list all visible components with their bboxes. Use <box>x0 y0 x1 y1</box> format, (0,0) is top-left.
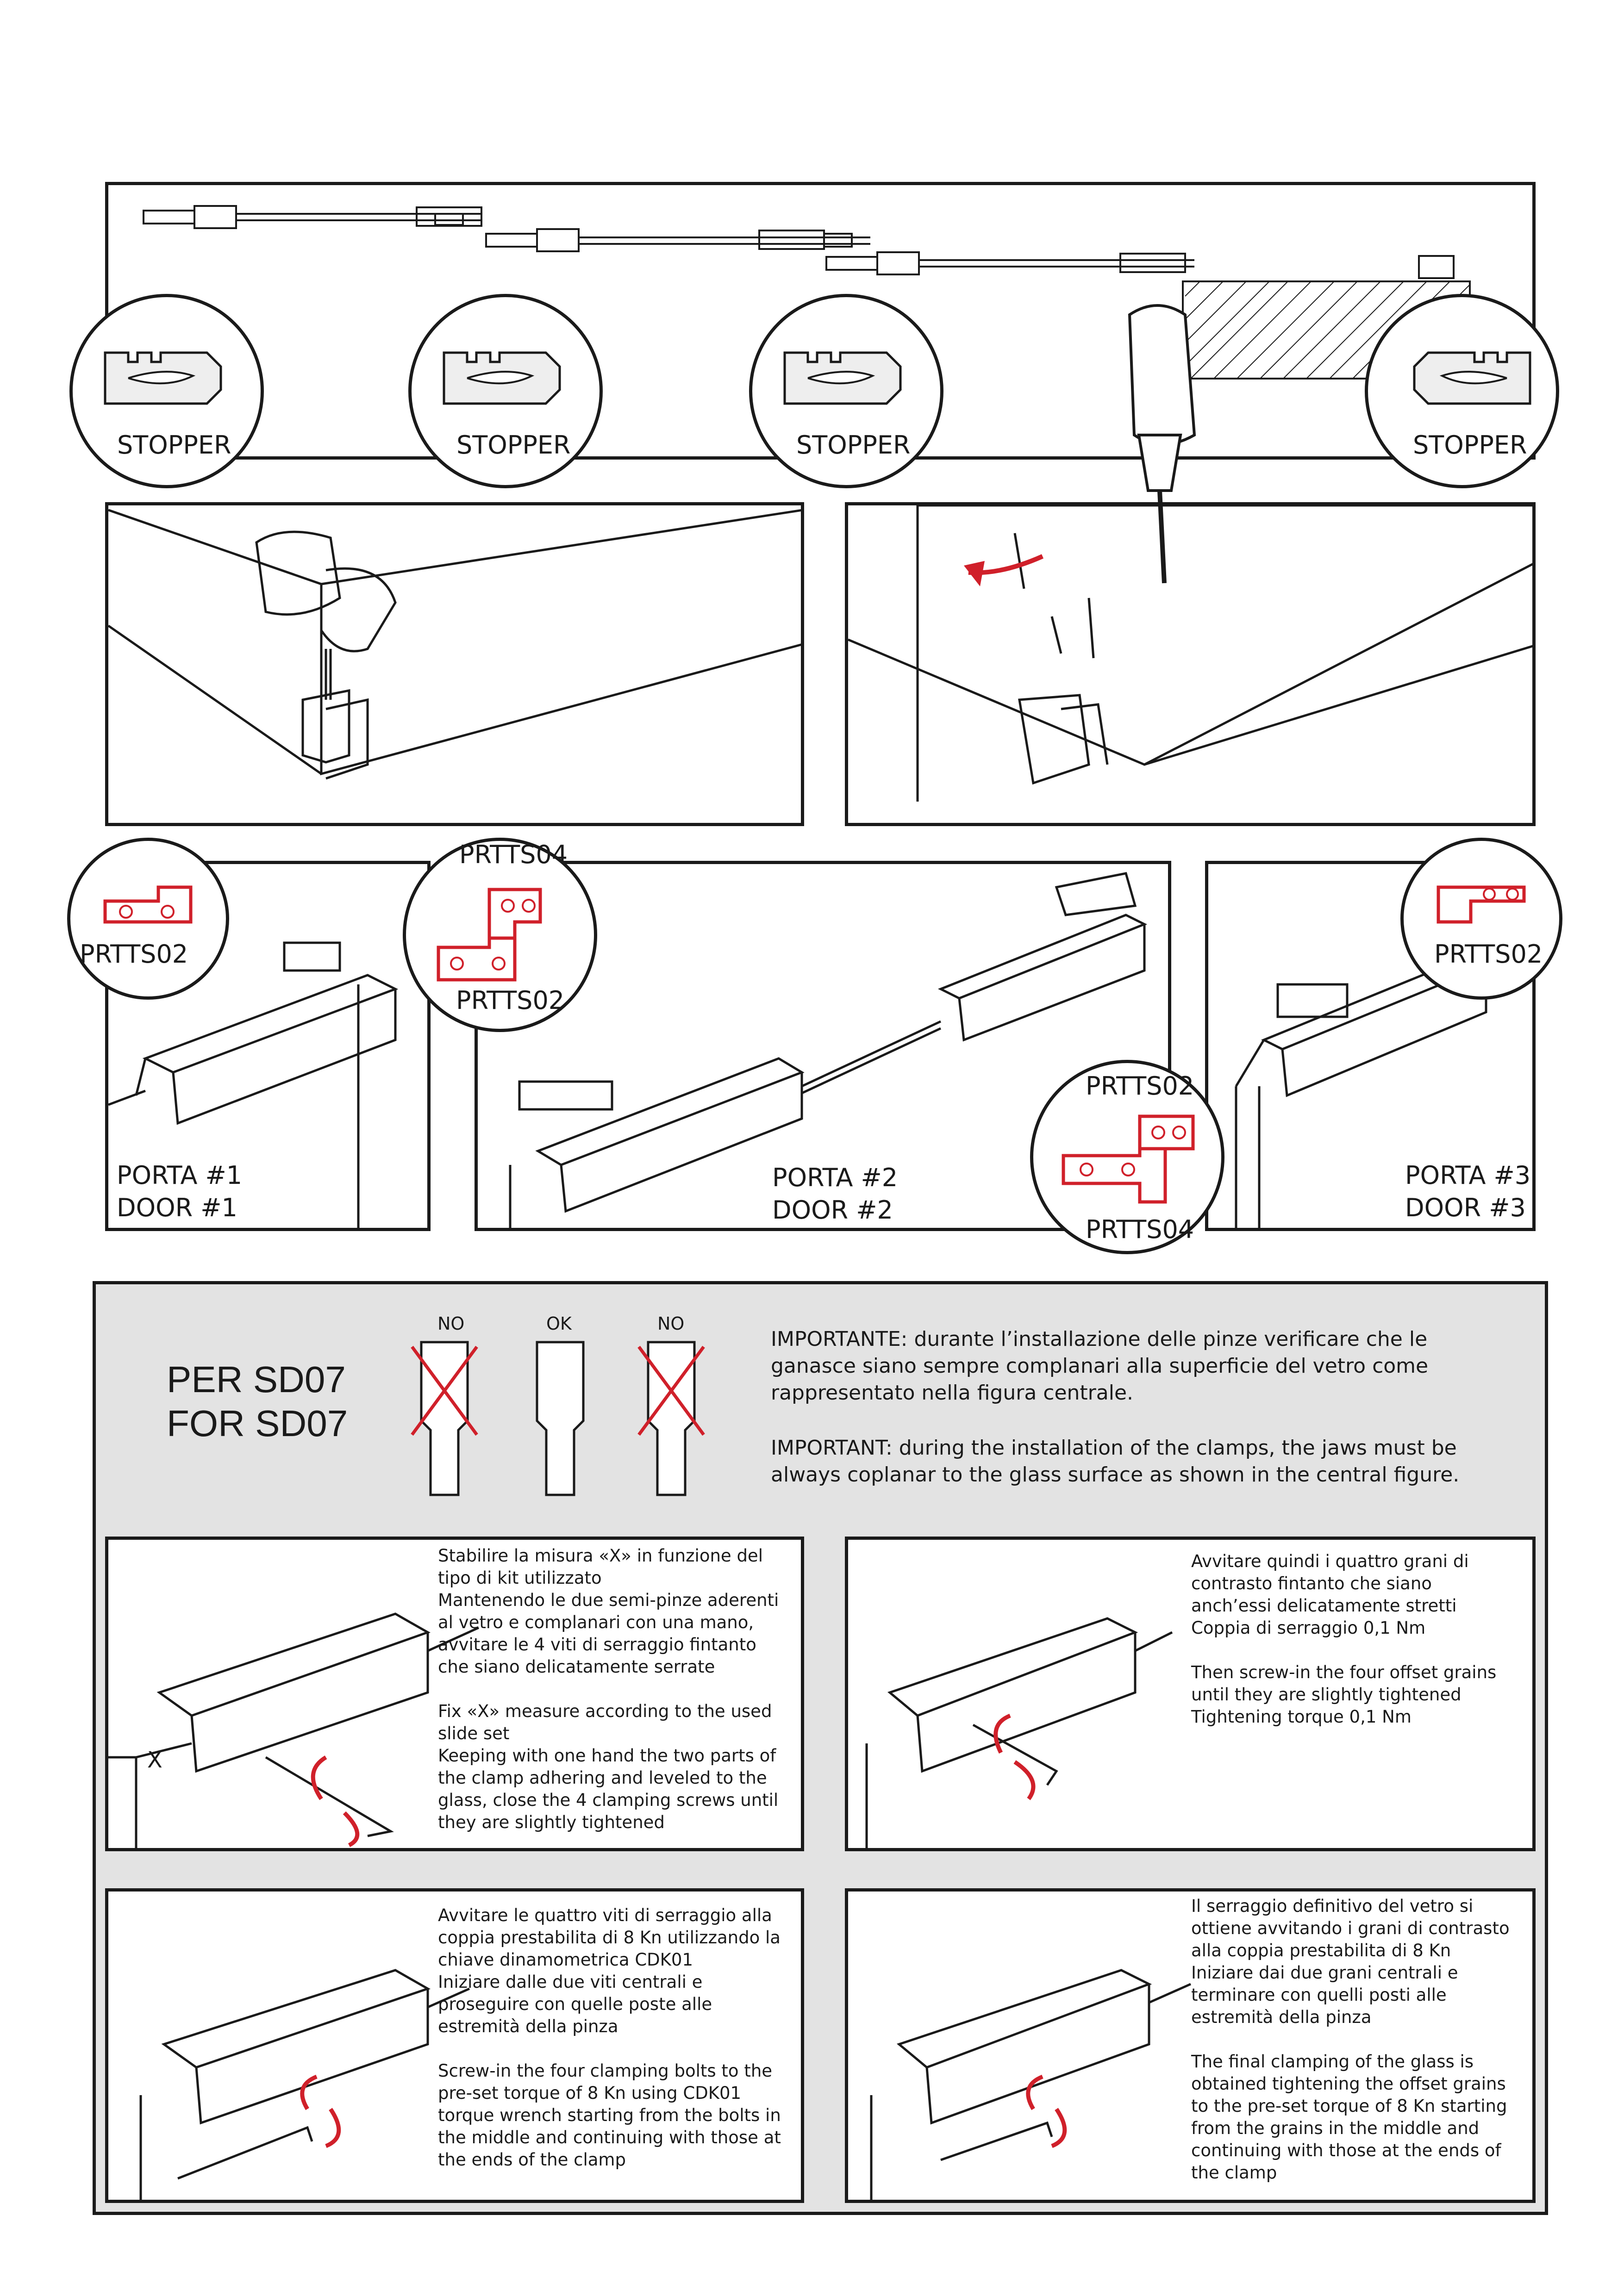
door1-clamp-code: PRTTS02 <box>80 940 188 969</box>
step4-clamp-illustration <box>870 1969 1192 2200</box>
drill-illustration <box>108 509 801 780</box>
jaw-alignment-figures <box>411 1341 705 1496</box>
screwdriver-icon <box>1128 304 1196 584</box>
stopper-icon <box>104 351 222 405</box>
screw-step-panel <box>845 502 1536 826</box>
step1-panel <box>105 1537 804 1851</box>
stopper-label-1: STOPPER <box>117 430 231 460</box>
step2-panel <box>845 1537 1536 1851</box>
door1-clamp-callout <box>67 838 229 1000</box>
stopper-label-3: STOPPER <box>796 430 911 460</box>
door1-porta-label: PORTA #1 <box>117 1161 243 1190</box>
step1-text: Stabilire la misura «X» in funzione del … <box>438 1545 790 1834</box>
door2-top-clamp-callout <box>403 838 597 1032</box>
stopper-callout-3 <box>749 294 943 488</box>
stopper-icon <box>443 351 561 405</box>
step4-en-1: The final clamping of the glass is obtai… <box>1191 2052 1507 2183</box>
door3-door-label: DOOR #3 <box>1405 1193 1526 1222</box>
clamp-prtts04-prtts02-icon <box>437 888 542 982</box>
step3-it-2: Iniziare dalle due viti centrali e prose… <box>438 1972 712 2036</box>
check-label-ok: OK <box>546 1313 572 1334</box>
step2-clamp-illustration <box>865 1617 1173 1848</box>
step3-panel <box>105 1888 804 2203</box>
step1-en-1: Fix «X» measure according to the used sl… <box>438 1701 772 1743</box>
door2-top-clamp-lower-code: PRTTS02 <box>456 986 565 1015</box>
sd07-title-en: FOR SD07 <box>167 1403 348 1444</box>
door2-bottom-clamp-lower-code: PRTTS04 <box>1086 1215 1194 1244</box>
screwdriver-illustration <box>848 505 1532 802</box>
door3-porta-label: PORTA #3 <box>1405 1161 1531 1190</box>
step4-it-2: Iniziare dai due grani centrali e termin… <box>1191 1963 1458 2027</box>
drill-step-panel <box>105 502 804 826</box>
door3-clamp-code: PRTTS02 <box>1434 940 1543 969</box>
measure-x-label: X <box>147 1747 162 1773</box>
step2-it-2: Coppia di serraggio 0,1 Nm <box>1191 1618 1426 1638</box>
door1-door-label: DOOR #1 <box>117 1193 237 1222</box>
door2-top-clamp-upper-code: PRTTS04 <box>459 840 568 869</box>
check-label-no-right: NO <box>657 1313 685 1334</box>
sd07-title-it: PER SD07 <box>167 1359 346 1400</box>
step1-clamp-illustration <box>108 1612 480 1848</box>
stopper-label-2: STOPPER <box>456 430 571 460</box>
important-note-en: IMPORTANT: during the installation of th… <box>771 1436 1460 1487</box>
door2-bottom-clamp-upper-code: PRTTS02 <box>1086 1071 1194 1101</box>
door3-clamp-callout <box>1400 838 1562 1000</box>
check-label-no-left: NO <box>437 1313 465 1334</box>
step1-it-1: Stabilire la misura «X» in funzione del … <box>438 1546 763 1588</box>
step3-text: Avvitare le quattro viti di serraggio al… <box>438 1904 794 2171</box>
door1-clamp-illustration <box>108 941 399 1228</box>
stopper-callout-1 <box>69 294 264 488</box>
stopper-icon <box>783 351 902 405</box>
stopper-label-4: STOPPER <box>1413 430 1527 460</box>
door2-door-label: DOOR #2 <box>772 1195 893 1225</box>
step2-en-1: Then screw-in the four offset grains unt… <box>1191 1662 1497 1705</box>
clamp-prtts02-icon <box>103 885 193 924</box>
stopper-callout-2 <box>408 294 603 488</box>
door2-porta-label: PORTA #2 <box>772 1163 898 1192</box>
step2-en-2: Tightening torque 0,1 Nm <box>1191 1707 1412 1727</box>
step4-text: Il serraggio definitivo del vetro si ott… <box>1191 1895 1515 2184</box>
clamp-prtts02-icon <box>1437 885 1526 924</box>
stopper-icon <box>1413 351 1531 405</box>
step4-panel <box>845 1888 1536 2203</box>
stopper-callout-4 <box>1365 294 1559 488</box>
door2-bottom-clamp-callout <box>1030 1060 1224 1254</box>
step3-it-1: Avvitare le quattro viti di serraggio al… <box>438 1905 781 1970</box>
step3-en-1: Screw-in the four clamping bolts to the … <box>438 2061 781 2170</box>
step1-en-2: Keeping with one hand the two parts of t… <box>438 1746 779 1832</box>
step2-it-1: Avvitare quindi i quattro grani di contr… <box>1191 1551 1469 1616</box>
step2-text: Avvitare quindi i quattro grani di contr… <box>1191 1550 1515 1728</box>
clamp-prtts02-prtts04-icon <box>1062 1114 1195 1204</box>
door2-clamp-illustration <box>509 872 1148 1228</box>
step4-it-1: Il serraggio definitivo del vetro si ott… <box>1191 1896 1510 1960</box>
step3-clamp-illustration <box>139 1969 470 2200</box>
step1-it-2: Mantenendo le due semi-pinze aderenti al… <box>438 1590 779 1677</box>
important-note-it: IMPORTANTE: durante l’installazione dell… <box>771 1327 1429 1405</box>
